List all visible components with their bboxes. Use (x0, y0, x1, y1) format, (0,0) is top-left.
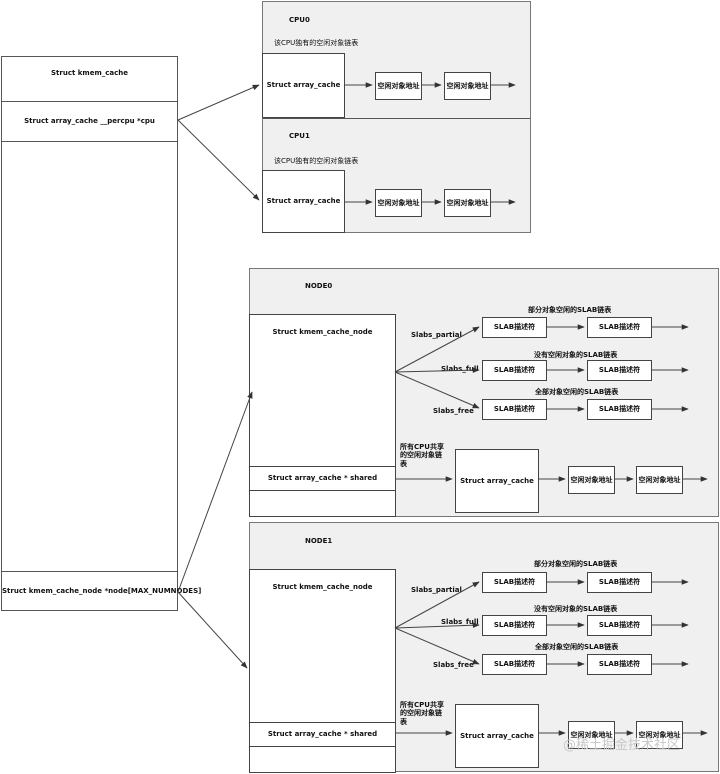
divider (2, 141, 177, 142)
cpu-panel: CPU0 该CPU独有的空闲对象链表 Struct array_cache 空闲… (262, 1, 531, 233)
node0-slab-descriptor: SLAB描述符 (587, 399, 652, 420)
node0-slabs-partial-label: Slabs_partial (411, 331, 462, 339)
node0-full-caption: 没有空闲对象的SLAB链表 (534, 351, 618, 359)
node1-slab-descriptor: SLAB描述符 (482, 572, 547, 593)
divider (2, 101, 177, 102)
node0-free-object: 空闲对象地址 (636, 466, 683, 494)
node0-title: NODE0 (305, 282, 333, 290)
node1-slab-descriptor: SLAB描述符 (482, 615, 547, 636)
node1-slab-descriptor: SLAB描述符 (587, 615, 652, 636)
cpu1-caption: 该CPU独有的空闲对象链表 (274, 157, 359, 165)
kmem-cache-title: Struct kmem_cache (51, 69, 128, 77)
node1-free-object: 空闲对象地址 (568, 721, 615, 749)
node1-full-caption: 没有空闲对象的SLAB链表 (534, 605, 618, 613)
node1-slab-descriptor: SLAB描述符 (587, 654, 652, 675)
cpu1-title: CPU1 (289, 132, 310, 140)
node0-panel: NODE0 Struct kmem_cache_node Struct arra… (249, 268, 719, 517)
cpu1-free-object: 空闲对象地址 (375, 189, 422, 217)
node0-slabs-full-label: Slabs_full (441, 365, 479, 373)
node-to-node1-arrow (177, 591, 248, 669)
node1-slabs-partial-label: Slabs_partial (411, 586, 462, 594)
cpu0-free-object: 空闲对象地址 (444, 72, 491, 100)
node1-slabs-free-label: Slabs_free (433, 661, 474, 669)
node1-free-object: 空闲对象地址 (636, 721, 683, 749)
node0-partial-caption: 部分对象空闲的SLAB链表 (528, 306, 612, 314)
node0-free-caption: 全部对象空闲的SLAB链表 (535, 388, 619, 396)
node1-shared-field: Struct array_cache * shared (249, 722, 396, 747)
node1-title: NODE1 (305, 537, 333, 545)
node0-slab-descriptor: SLAB描述符 (482, 360, 547, 381)
node-array-field: Struct kmem_cache_node *node[MAX_NUMNODE… (2, 587, 202, 595)
node0-slab-descriptor: SLAB描述符 (482, 399, 547, 420)
node0-slab-descriptor: SLAB描述符 (482, 317, 547, 338)
node1-shared-caption: 所有CPU共享的空闲对象链表 (400, 701, 444, 726)
node1-node-struct-label: Struct kmem_cache_node (272, 583, 373, 591)
node0-slab-descriptor: SLAB描述符 (587, 317, 652, 338)
node0-node-struct-label: Struct kmem_cache_node (272, 328, 373, 336)
node0-slabs-free-label: Slabs_free (433, 407, 474, 415)
node1-shared-array-cache: Struct array_cache (455, 704, 539, 768)
cpu0-array-cache: Struct array_cache (262, 53, 345, 118)
node0-shared-field: Struct array_cache * shared (249, 466, 396, 491)
node-to-node0-arrow (177, 391, 253, 593)
cpu1-free-object: 空闲对象地址 (444, 189, 491, 217)
node0-shared-caption: 所有CPU共享的空闲对象链表 (400, 443, 444, 468)
node0-shared-array-cache: Struct array_cache (455, 449, 539, 513)
cpu0-title: CPU0 (289, 16, 310, 24)
divider (2, 571, 177, 572)
watermark: @稀土掘金技术社区 (563, 738, 681, 753)
percpu-field: Struct array_cache __percpu *cpu (24, 117, 155, 125)
divider (263, 118, 530, 119)
node0-slab-descriptor: SLAB描述符 (587, 360, 652, 381)
node1-panel: NODE1 Struct kmem_cache_node Struct arra… (249, 522, 719, 773)
node1-slab-descriptor: SLAB描述符 (587, 572, 652, 593)
node0-free-object: 空闲对象地址 (568, 466, 615, 494)
node1-slab-descriptor: SLAB描述符 (482, 654, 547, 675)
percpu-to-cpu1-arrow (177, 119, 260, 201)
cpu1-array-cache: Struct array_cache (262, 170, 345, 233)
cpu0-free-object: 空闲对象地址 (375, 72, 422, 100)
node1-free-caption: 全部对象空闲的SLAB链表 (535, 643, 619, 651)
percpu-to-cpu0-arrow (177, 84, 260, 121)
node1-partial-caption: 部分对象空闲的SLAB链表 (534, 560, 618, 568)
kmem-cache-struct: Struct kmem_cache Struct array_cache __p… (1, 56, 202, 611)
node1-slabs-full-label: Slabs_full (441, 618, 479, 626)
cpu0-caption: 该CPU独有的空闲对象链表 (274, 39, 359, 47)
